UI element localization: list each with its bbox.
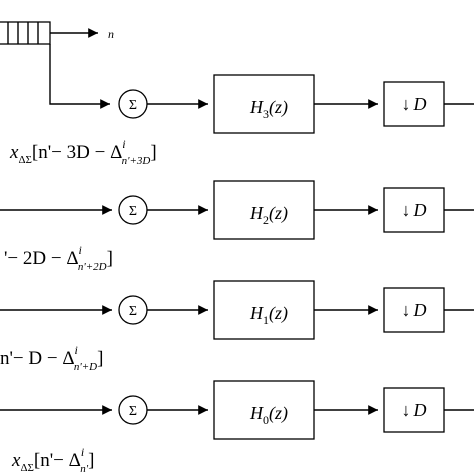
sum-symbol: Σ xyxy=(129,404,137,419)
sum-symbol: Σ xyxy=(129,304,137,319)
decimator-label: ↓D xyxy=(402,94,427,114)
register-tap-arrow xyxy=(49,44,110,109)
filter-label: H0(z) xyxy=(249,403,288,427)
filter-block xyxy=(213,74,315,134)
decimator-block xyxy=(383,81,445,127)
sum-symbol: Σ xyxy=(129,98,137,113)
filter-label: H1(z) xyxy=(249,303,288,327)
filter-block xyxy=(213,180,315,240)
decimator-label: ↓D xyxy=(402,300,427,320)
sum-symbol: Σ xyxy=(129,204,137,219)
decimator-label: ↓D xyxy=(402,200,427,220)
filter-label: H3(z) xyxy=(249,97,288,121)
shift-register: n xyxy=(0,21,114,109)
register-output-label: n xyxy=(108,27,114,41)
filter-block xyxy=(213,280,315,340)
decimator-label: ↓D xyxy=(402,400,427,420)
filter-label: H2(z) xyxy=(249,203,288,227)
decimator-block xyxy=(383,287,445,333)
filter-block xyxy=(213,380,315,440)
